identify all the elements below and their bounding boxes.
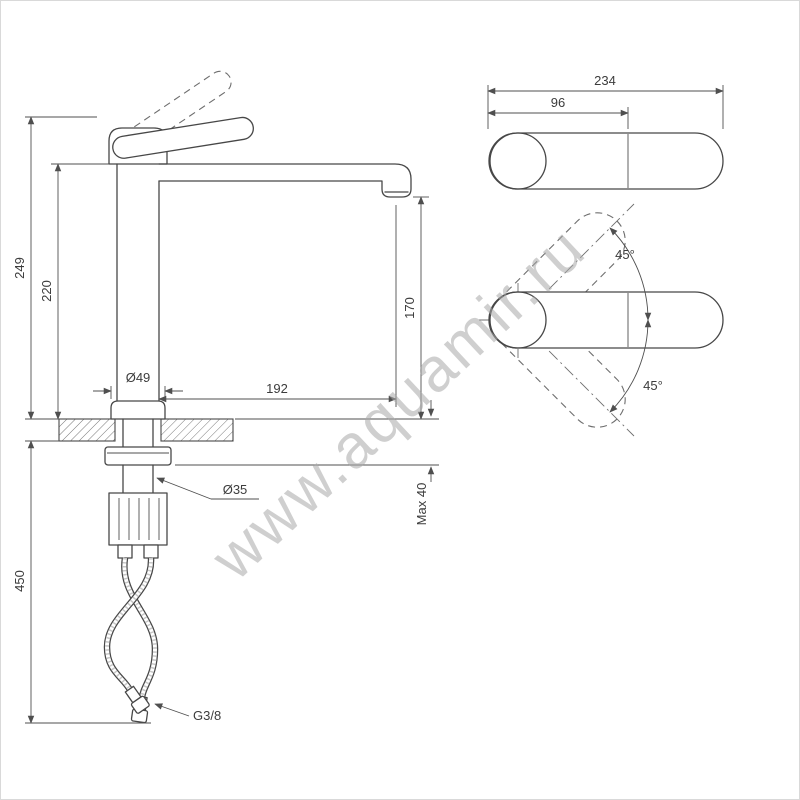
hose-nipple-right xyxy=(143,544,159,559)
swivel-body-circle xyxy=(489,291,547,349)
dim-spout-reach: 192 xyxy=(158,205,397,407)
faucet-side-view xyxy=(58,70,412,724)
leader-thread xyxy=(154,703,190,717)
dim-label-shank-diameter: Ø35 xyxy=(223,482,248,497)
dim-label-thread: G3/8 xyxy=(193,708,221,723)
leader-shank xyxy=(156,477,212,500)
dim-base-diameter: Ø49 xyxy=(93,370,183,399)
supply-hoses xyxy=(103,557,159,724)
dim-label-170: 170 xyxy=(402,297,417,319)
top-view-swivel: 45° 45° xyxy=(479,203,724,437)
dim-hose-length: 450 xyxy=(12,440,151,724)
dim-label-249: 249 xyxy=(12,257,27,279)
swivel-body-outline xyxy=(488,291,724,349)
dim-spout-height: 220 xyxy=(39,163,109,420)
dim-shank-diameter: Ø35 xyxy=(156,477,259,500)
swivel-position-lower-dashed xyxy=(489,291,626,428)
dim-label-swivel-lower: 45° xyxy=(643,378,663,393)
connection-block xyxy=(108,492,168,546)
dim-outlet-clearance: 170 xyxy=(402,196,429,420)
top-view-plan: 234 96 xyxy=(487,73,724,190)
handle-outline xyxy=(112,116,254,159)
dim-handle-length: 96 xyxy=(487,95,629,129)
mounting-nut xyxy=(104,446,172,466)
countertop-hatch-left xyxy=(58,418,116,442)
plan-body-circle xyxy=(489,132,547,190)
dim-label-450: 450 xyxy=(12,570,27,592)
connector-nut xyxy=(130,695,150,714)
base-flange xyxy=(110,400,166,420)
dim-total-length: 234 xyxy=(487,73,724,129)
swivel-lower-outline xyxy=(489,291,626,428)
hose-left-braid xyxy=(122,557,158,699)
hose-connector-right xyxy=(124,685,150,714)
dim-max-mounting: Max 40 xyxy=(175,400,439,525)
side-view-dimensions: 249 220 170 Ø49 192 xyxy=(12,116,439,724)
swivel-arc-lower xyxy=(609,319,652,413)
dim-label-max40: Max 40 xyxy=(414,483,429,526)
dim-label-234: 234 xyxy=(594,73,616,88)
hose-nipple-left xyxy=(117,544,133,559)
dim-total-height: 249 xyxy=(12,116,97,420)
dim-label-220: 220 xyxy=(39,280,54,302)
dim-label-192: 192 xyxy=(266,381,288,396)
faucet-spout xyxy=(158,163,412,198)
hose-right-core xyxy=(104,557,154,692)
faucet-handle xyxy=(112,116,254,159)
dim-label-base-diameter: Ø49 xyxy=(126,370,151,385)
countertop-hatch-right xyxy=(160,418,234,442)
dim-thread: G3/8 xyxy=(154,703,221,723)
plan-body-outline xyxy=(488,132,724,190)
dim-label-96: 96 xyxy=(551,95,565,110)
swivel-arc-upper xyxy=(609,227,652,321)
dim-label-swivel-upper: 45° xyxy=(615,247,635,262)
